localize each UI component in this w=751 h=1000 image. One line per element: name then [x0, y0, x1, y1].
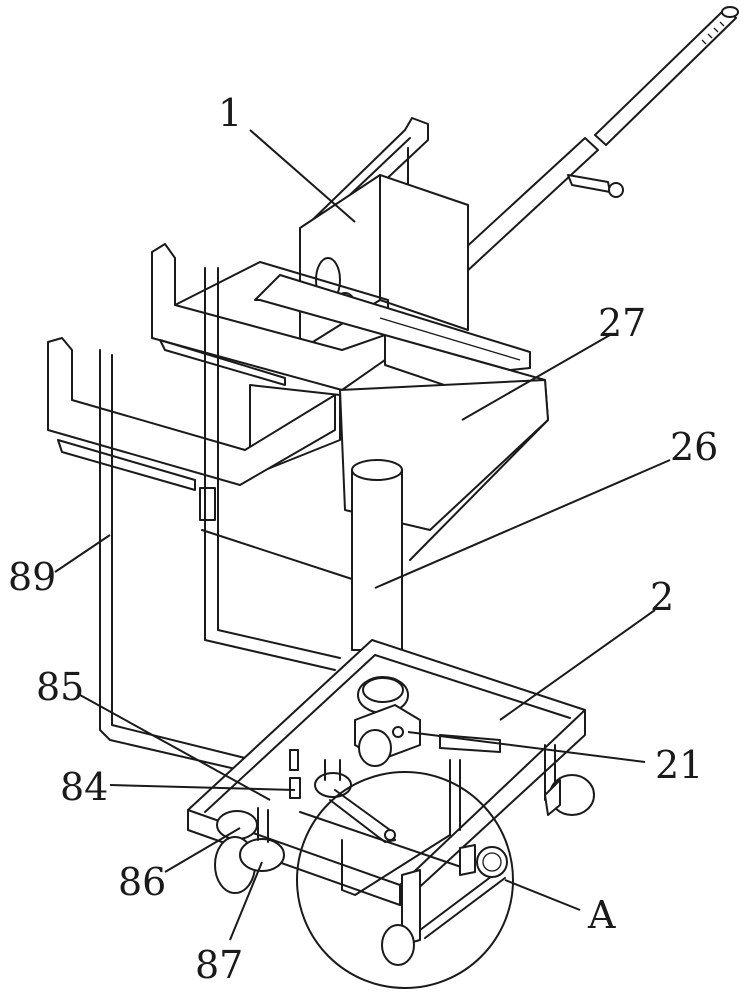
- base-plate: [187, 639, 586, 906]
- label-21: 21: [655, 743, 703, 787]
- column: [351, 459, 403, 651]
- lower-linkage: [299, 759, 508, 966]
- label-89: 89: [8, 555, 56, 599]
- label-86: 86: [118, 860, 166, 904]
- label-27: 27: [598, 301, 646, 345]
- label-a: A: [587, 893, 616, 937]
- casters: [214, 676, 595, 894]
- label-84: 84: [60, 765, 108, 809]
- label-1: 1: [218, 91, 242, 135]
- label-26: 26: [670, 425, 718, 469]
- label-2: 2: [650, 575, 674, 619]
- vertical-rods: [99, 267, 356, 771]
- label-85: 85: [36, 665, 84, 709]
- detail-circle-a: [296, 771, 514, 989]
- label-87: 87: [195, 943, 243, 987]
- front-l-frame: [47, 337, 336, 521]
- leader-lines: [54, 129, 671, 941]
